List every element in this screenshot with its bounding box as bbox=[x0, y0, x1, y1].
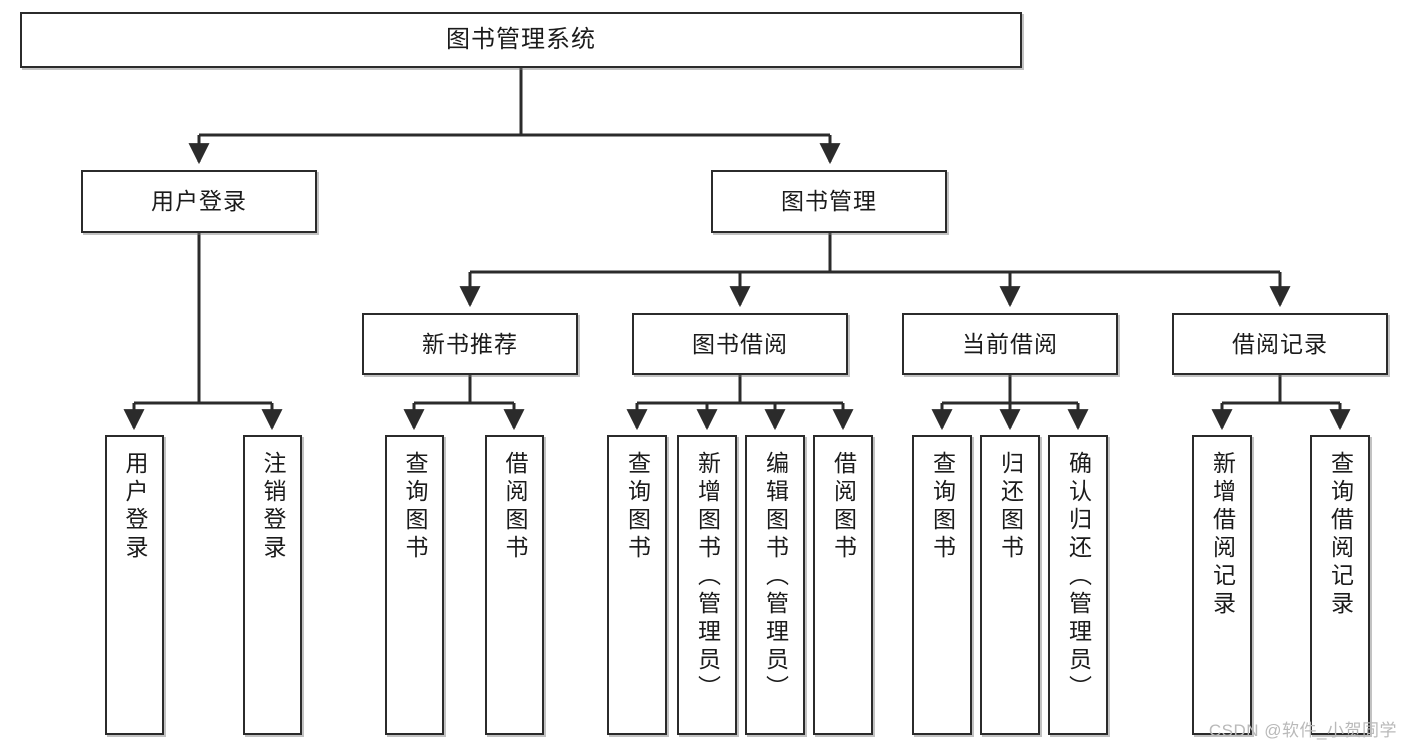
node-current-borrow[interactable]: 当前借阅 bbox=[902, 313, 1118, 375]
node-label: 归还图书 bbox=[997, 451, 1024, 563]
node-label: 新增图书（管理员） bbox=[694, 451, 721, 703]
node-label: 注销登录 bbox=[260, 451, 286, 563]
node-label: 查询图书 bbox=[402, 451, 428, 563]
node-label: 当前借阅 bbox=[962, 330, 1058, 357]
leaf-book-borrow-add-book-admin[interactable]: 新增图书（管理员） bbox=[677, 435, 737, 735]
node-root-book-management-system[interactable]: 图书管理系统 bbox=[20, 12, 1022, 68]
node-new-book-recommend[interactable]: 新书推荐 bbox=[362, 313, 578, 375]
leaf-user-login-login[interactable]: 用户登录 bbox=[105, 435, 164, 735]
node-label: 图书管理 bbox=[781, 188, 877, 215]
node-label: 用户登录 bbox=[151, 188, 247, 215]
node-label: 查询借阅记录 bbox=[1327, 451, 1354, 619]
node-label: 借阅图书 bbox=[830, 451, 857, 563]
leaf-new-book-borrow-book[interactable]: 借阅图书 bbox=[485, 435, 544, 735]
node-label: 用户登录 bbox=[122, 451, 148, 563]
leaf-book-borrow-borrow-book[interactable]: 借阅图书 bbox=[813, 435, 873, 735]
leaf-borrow-record-query-record[interactable]: 查询借阅记录 bbox=[1310, 435, 1370, 735]
leaf-new-book-query-book[interactable]: 查询图书 bbox=[385, 435, 444, 735]
leaf-current-borrow-return-book[interactable]: 归还图书 bbox=[980, 435, 1040, 735]
leaf-user-login-logout[interactable]: 注销登录 bbox=[243, 435, 302, 735]
leaf-borrow-record-add-record[interactable]: 新增借阅记录 bbox=[1192, 435, 1252, 735]
node-book-management[interactable]: 图书管理 bbox=[711, 170, 947, 233]
node-user-login[interactable]: 用户登录 bbox=[81, 170, 317, 233]
leaf-book-borrow-query-book[interactable]: 查询图书 bbox=[607, 435, 667, 735]
node-label: 新书推荐 bbox=[422, 330, 518, 357]
node-label: 查询图书 bbox=[929, 451, 956, 563]
leaf-current-borrow-confirm-return-admin[interactable]: 确认归还（管理员） bbox=[1048, 435, 1108, 735]
node-label: 图书借阅 bbox=[692, 330, 788, 357]
node-label: 借阅图书 bbox=[502, 451, 528, 563]
node-label: 查询图书 bbox=[624, 451, 651, 563]
node-label: 新增借阅记录 bbox=[1209, 451, 1236, 619]
leaf-current-borrow-query-book[interactable]: 查询图书 bbox=[912, 435, 972, 735]
leaf-book-borrow-edit-book-admin[interactable]: 编辑图书（管理员） bbox=[745, 435, 805, 735]
node-borrow-record[interactable]: 借阅记录 bbox=[1172, 313, 1388, 375]
node-book-borrow[interactable]: 图书借阅 bbox=[632, 313, 848, 375]
node-label: 借阅记录 bbox=[1232, 330, 1328, 357]
node-label: 图书管理系统 bbox=[446, 26, 596, 54]
node-label: 编辑图书（管理员） bbox=[762, 451, 789, 703]
node-label: 确认归还（管理员） bbox=[1065, 451, 1092, 703]
